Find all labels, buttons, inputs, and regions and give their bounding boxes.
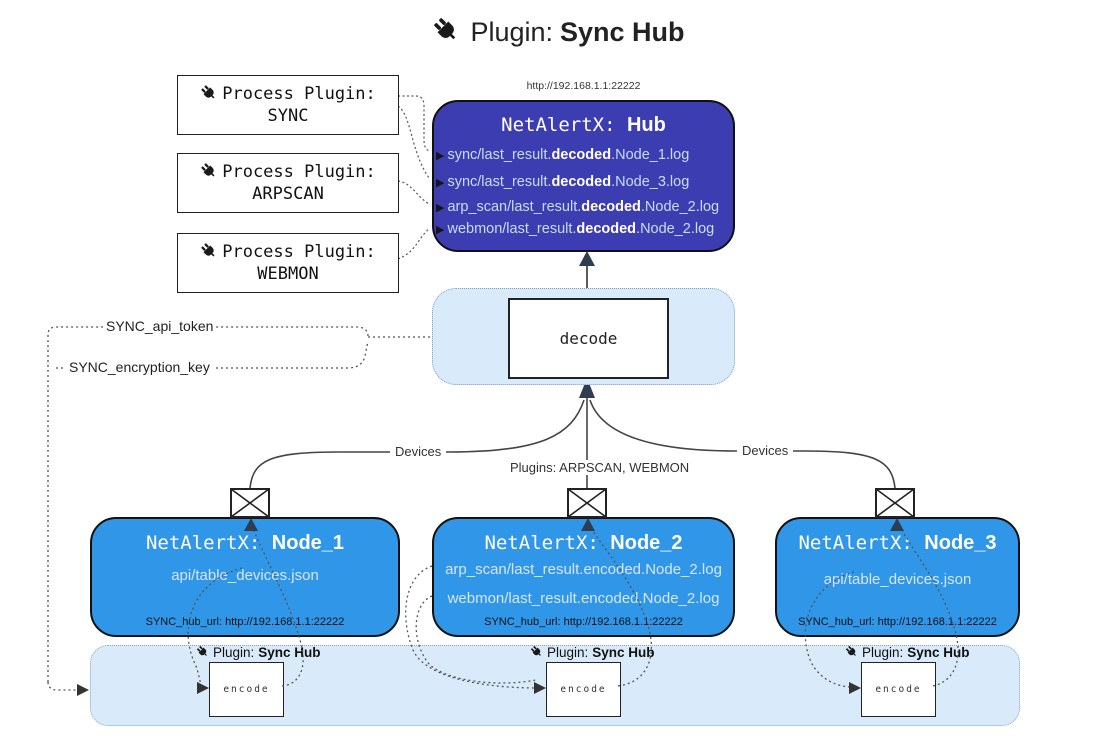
hub-log-line: ▶arp_scan/last_result.decoded.Node_2.log [436, 199, 720, 215]
plug-icon [197, 646, 207, 656]
decode-box: decode [508, 298, 669, 379]
plug-icon [846, 646, 856, 656]
node-title: NetAlertX: Node_1 [145, 532, 345, 554]
node-hub-url: SYNC_hub_url: http://192.168.1.1:22222 [484, 616, 683, 628]
envelope-icon [230, 488, 270, 518]
band-plugin-label-1: Plugin: Sync Hub [196, 645, 321, 660]
process-plugin-label: Process Plugin: [200, 162, 376, 182]
node-hub-url: SYNC_hub_url: http://192.168.1.1:22222 [798, 616, 997, 628]
process-plugin-label-text: Process Plugin: [222, 84, 376, 104]
plug-icon [201, 85, 215, 99]
edge-label-plugins: Plugins: ARPSCAN, WEBMON [505, 460, 695, 475]
hub-log-line: ▶sync/last_result.decoded.Node_1.log [436, 147, 690, 163]
process-plugin-label-text: Process Plugin: [222, 162, 376, 182]
node-hub-url: SYNC_hub_url: http://192.168.1.1:22222 [145, 616, 345, 628]
plug-icon [434, 18, 456, 40]
decode-label: decode [559, 329, 618, 348]
plug-icon [201, 243, 215, 257]
arrow-right-icon: ▶ [436, 177, 445, 189]
node-box-1: NetAlertX: Node_1 api/table_devices.json… [90, 517, 400, 637]
sync-api-token-label: SYNC_api_token [103, 318, 217, 334]
encode-box-1: encode [209, 662, 284, 717]
node-file: arp_scan/last_result.encoded.Node_2.log [445, 561, 722, 578]
band-plugin-label-2: Plugin: Sync Hub [530, 645, 655, 660]
encode-box-2: encode [546, 662, 621, 717]
edge-label-devices-left: Devices [390, 444, 447, 459]
node-file: api/table_devices.json [171, 567, 319, 584]
arrow-right-icon: ▶ [436, 224, 445, 236]
hub-log-line: ▶webmon/last_result.decoded.Node_2.log [436, 221, 715, 237]
process-plugin-label-text: Process Plugin: [222, 242, 376, 262]
node-file: api/table_devices.json [823, 571, 972, 588]
edge-label-devices-right: Devices [737, 443, 794, 458]
plugin-to-hub-dotted-links [397, 95, 431, 260]
sync-encryption-key-label: SYNC_encryption_key [66, 359, 213, 375]
settings-to-band-arrowhead [77, 684, 89, 696]
node-box-3: NetAlertX: Node_3 api/table_devices.json… [775, 517, 1020, 637]
decode-to-hub-arrowhead [579, 251, 595, 266]
plug-icon [531, 646, 541, 656]
arrow-right-icon: ▶ [436, 150, 445, 162]
diagram-title: Plugin: Sync Hub [0, 16, 1117, 48]
plug-icon [201, 163, 215, 177]
hub-name-prefix: NetAlertX: [501, 114, 616, 136]
process-plugin-name: WEBMON [257, 264, 319, 284]
encode-box-3: encode [861, 662, 936, 717]
process-plugin-label: Process Plugin: [200, 242, 376, 262]
process-plugin-box-webmon: Process Plugin: WEBMON [177, 233, 399, 293]
node-file: webmon/last_result.encoded.Node_2.log [447, 590, 720, 607]
node-box-2: NetAlertX: Node_2 arp_scan/last_result.e… [432, 517, 735, 637]
hub-title: NetAlertX: Hub [434, 114, 733, 137]
process-plugin-label: Process Plugin: [200, 84, 376, 104]
envelope-icon [875, 488, 915, 518]
hub-name: Hub [626, 114, 666, 136]
process-plugin-name: ARPSCAN [252, 184, 324, 204]
envelope-icon [567, 488, 607, 518]
band-plugin-label-3: Plugin: Sync Hub [845, 645, 970, 660]
hub-box: NetAlertX: Hub ▶sync/last_result.decoded… [432, 100, 735, 252]
title-prefix: Plugin: [470, 16, 554, 47]
process-plugin-name: SYNC [267, 106, 309, 126]
title-name: Sync Hub [560, 16, 685, 47]
node-title: NetAlertX: Node_3 [798, 532, 997, 554]
hub-log-line: ▶sync/last_result.decoded.Node_3.log [436, 174, 690, 190]
process-plugin-box-sync: Process Plugin: SYNC [177, 75, 399, 135]
process-plugin-box-arpscan: Process Plugin: ARPSCAN [177, 153, 399, 213]
node-title: NetAlertX: Node_2 [484, 532, 683, 554]
arrow-right-icon: ▶ [436, 202, 445, 214]
hub-url: http://192.168.1.1:22222 [526, 80, 641, 92]
